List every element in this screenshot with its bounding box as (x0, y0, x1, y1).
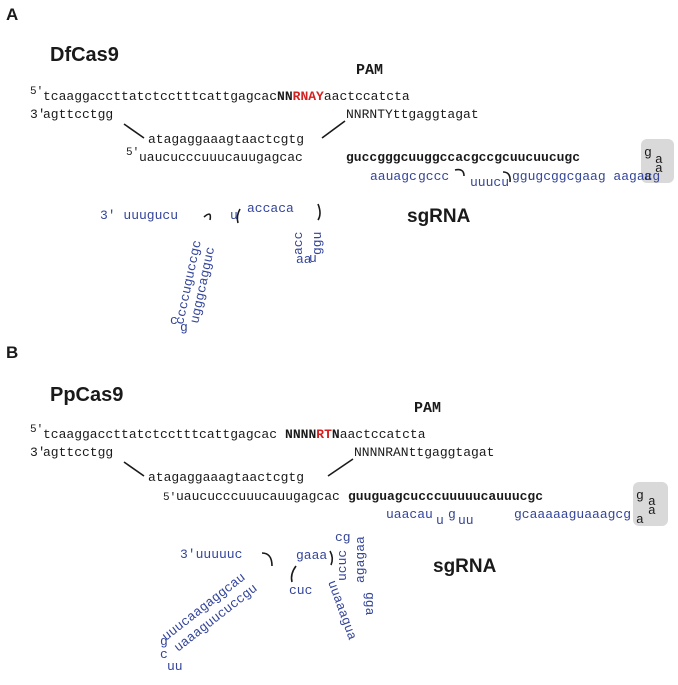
panel-a-stem2-loop: aa (296, 252, 312, 267)
panel-a-middle-seq: atagaggaaagtaactcgtg (148, 132, 304, 147)
panel-b-top-seq: tcaaggaccttatctcctttcattgagcac (43, 427, 277, 442)
panel-a-blue-bulge: uuucu (470, 175, 509, 190)
panel-a-connector-left (123, 123, 145, 139)
panel-b-pam-n: N (332, 427, 340, 442)
panel-a-protein-title: DfCas9 (50, 44, 119, 66)
panel-b-loop-g: g (636, 488, 644, 503)
panel-b-middle-seq: atagaggaaagtaactcgtg (148, 470, 304, 485)
panel-b-pam-label: PAM (414, 400, 441, 417)
panel-b-blue-gaaa: gaaa (296, 548, 327, 563)
panel-b-top-5prime: 5′ (30, 424, 43, 436)
panel-a-stem2-right: ggu (310, 232, 325, 255)
panel-b-top-strand: tcaaggaccttatctcctttcattgagcac NNNNRTNaac… (43, 427, 426, 442)
panel-a-letter: A (6, 5, 18, 24)
panel-a-sgrna-label: sgRNA (407, 206, 471, 227)
panel-b-rna-spacer: uaucucccuuucauugagcac (176, 489, 340, 504)
panel-b: B PpCas9 PAM 5′ tcaaggaccttatctcctttcatt… (6, 343, 668, 674)
panel-a-loop-a2: a (644, 169, 652, 184)
panel-b-loop-a1: a (648, 494, 656, 509)
panel-a-bottom-3prime: 3′ (30, 107, 46, 122)
panel-b-stem3-loop-c: c (160, 647, 168, 662)
panel-a: A DfCas9 PAM 5′ tcaaggaccttatctcctttcatt… (6, 5, 674, 335)
panel-b-stem4-loop2: gga (362, 592, 377, 616)
panel-a-top-seq: tcaaggaccttatctcctttcattgagcac (43, 89, 277, 104)
panel-a-pam-nn: NN (277, 89, 293, 104)
panel-b-loop-a2: a (636, 512, 644, 527)
panel-a-rna-spacer: uaucucccuuucauugagcac (139, 150, 303, 165)
panel-b-sgrna-label: sgRNA (433, 556, 497, 577)
panel-a-bracket-4 (236, 208, 241, 224)
panel-b-bracket-2 (329, 550, 334, 566)
panel-b-pam-red: RT (316, 427, 332, 442)
panel-a-bracket-3 (203, 213, 212, 221)
panel-b-blue-u1: u (436, 513, 444, 528)
panel-b-loop-a3: a (648, 503, 656, 518)
panel-b-stem3-loop-uu: uu (167, 659, 183, 674)
panel-a-pam-label: PAM (356, 62, 383, 79)
panel-b-pam-nnnn: NNNN (285, 427, 316, 442)
panel-b-tetraloop-box (633, 482, 668, 526)
panel-b-bracket-3 (290, 565, 297, 583)
panel-a-top-5prime: 5′ (30, 86, 43, 98)
panel-a-blue-3end: 3′ uuugucu (100, 208, 178, 223)
panel-a-stem2-left: acc (291, 232, 306, 255)
panel-b-blue-cg: cg (335, 530, 351, 545)
panel-b-blue-3end: 3′uuuuuc (180, 547, 242, 562)
panel-a-rna-bold: guccgggcuuggccacgccgcuucuucugc (346, 150, 580, 165)
panel-b-connector-right (327, 458, 354, 477)
panel-a-tetraloop-box (641, 139, 674, 183)
panel-a-bracket-1 (454, 168, 465, 177)
panel-a-bracket-2 (502, 171, 511, 183)
panel-a-bottom-right: NNRNTYttgaggtagat (346, 107, 479, 122)
panel-b-blue-row1b: gcaaaaaguaaagcg (514, 507, 631, 522)
panel-a-stem1-loop-c: c (170, 313, 178, 328)
panel-a-top-strand: tcaaggaccttatctcctttcattgagcacNNRNAYaact… (43, 89, 410, 104)
panel-b-stem4-loop: uuaaagua (324, 578, 360, 642)
panel-b-blue-cuc: cuc (289, 583, 312, 598)
panel-a-loop-g: g (644, 145, 652, 160)
panel-a-top-tail: aactccatcta (324, 89, 410, 104)
panel-b-top-tail: aactccatcta (340, 427, 426, 442)
panel-a-pam-red: RNAY (293, 89, 324, 104)
panel-b-blue-uu: uu (458, 513, 474, 528)
panel-a-blue-row1: ggugcggcgaag aagacg (512, 169, 660, 184)
panel-a-bottom-left: agttcctgg (43, 107, 113, 122)
panel-b-stem4-left: ucuc (335, 550, 350, 581)
panel-b-stem3-loop-g: g (160, 634, 168, 649)
panel-a-blue-accaca: accaca (247, 201, 294, 216)
panel-b-stem4-right: agagaa (353, 536, 368, 583)
panel-a-loop-a3: a (655, 161, 663, 176)
panel-b-blue-g: g (448, 507, 456, 522)
panel-b-letter: B (6, 343, 18, 362)
panel-a-bracket-5 (317, 203, 321, 221)
panel-b-bottom-left: agttcctgg (43, 445, 113, 460)
panel-a-stem1-loop-g: g (180, 320, 188, 335)
panel-b-bottom-right: NNNNRANttgaggtagat (354, 445, 494, 460)
panel-a-stem2-loop-u: u (309, 251, 317, 266)
panel-b-bottom-3prime: 3′ (30, 445, 46, 460)
panel-a-blue-u: u (230, 208, 238, 223)
panel-a-blue-aauagc: aauagc (370, 169, 417, 184)
panel-b-rna-bold: guuguagcucccuuuuucauuucgc (348, 489, 543, 504)
panel-a-rna-5prime: 5′ (126, 147, 139, 159)
panel-a-blue-gccc: gccc (418, 169, 449, 184)
panel-b-connector-left (123, 461, 145, 477)
panel-b-bracket-1 (261, 552, 273, 567)
panel-b-blue-row1a: uaacau (386, 507, 433, 522)
panel-b-rna-5prime: 5′ (163, 492, 176, 504)
panel-b-protein-title: PpCas9 (50, 384, 123, 406)
panel-a-loop-a1: a (655, 152, 663, 167)
panel-a-connector-right (321, 120, 346, 139)
